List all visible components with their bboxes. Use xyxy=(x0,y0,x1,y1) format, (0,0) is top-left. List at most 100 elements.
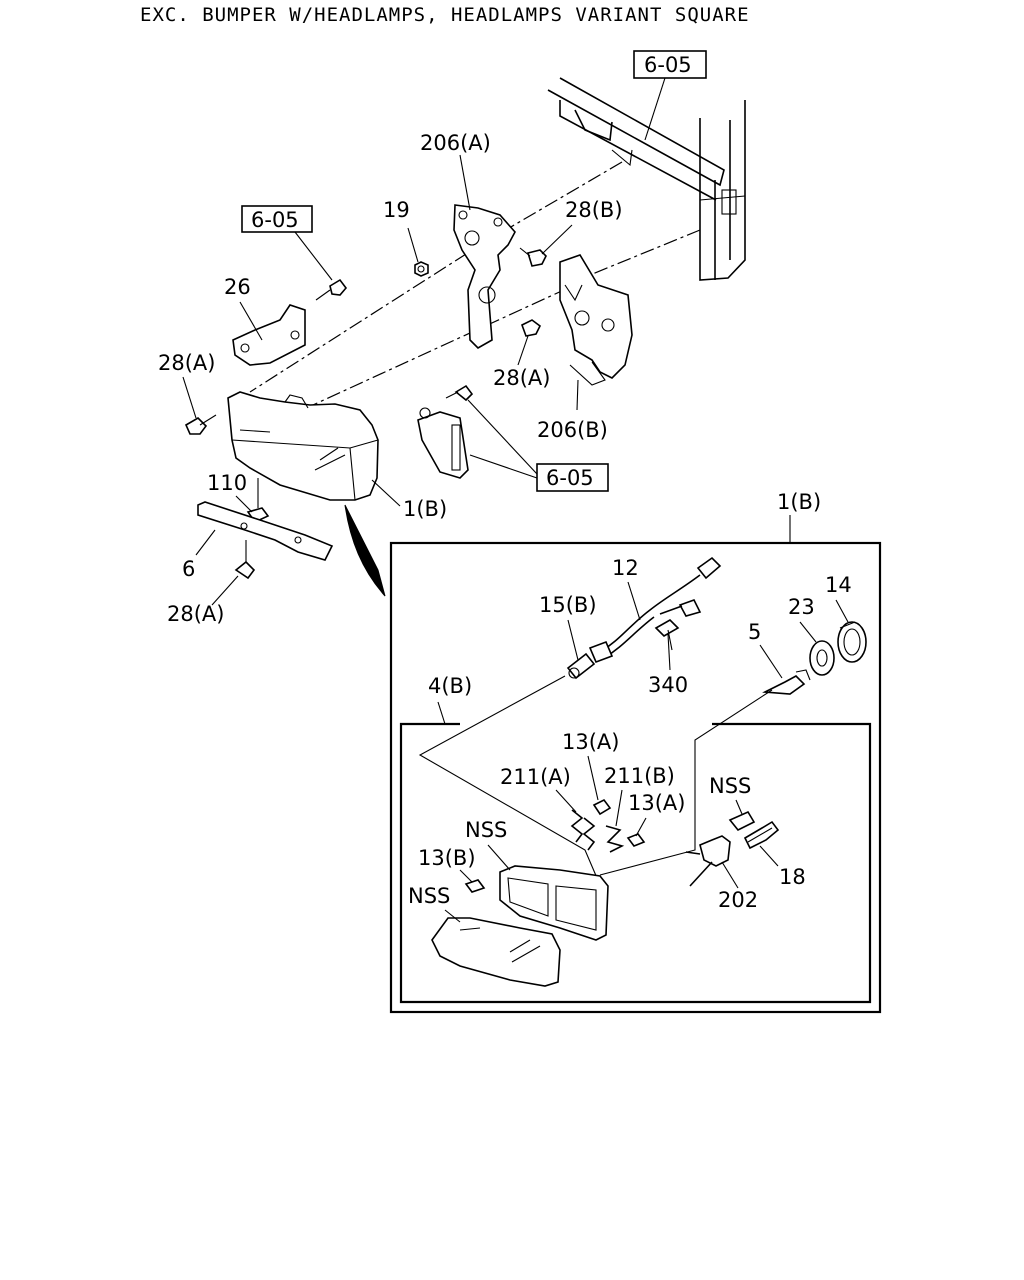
leader-line xyxy=(541,224,573,255)
label-206a: 206(A) xyxy=(420,131,491,155)
bolt-28a-mid xyxy=(521,319,542,337)
ref-box-6-05-left[interactable]: 6-05 xyxy=(241,205,313,233)
leader-line xyxy=(235,495,253,513)
trim-6 xyxy=(197,501,334,561)
clip-110 xyxy=(246,478,270,524)
label-28a-left: 28(A) xyxy=(158,351,215,375)
lamp-lens-nss xyxy=(431,917,561,987)
label-14: 14 xyxy=(825,573,852,597)
leader-line xyxy=(444,909,461,923)
clip-13b xyxy=(464,879,486,893)
assembly-line xyxy=(249,239,489,393)
label-28b: 28(B) xyxy=(565,198,623,222)
screw-nss-right xyxy=(728,810,756,832)
leader-line xyxy=(239,301,263,341)
leader-line xyxy=(587,755,599,801)
label-5: 5 xyxy=(748,620,761,644)
svg-text:6-05: 6-05 xyxy=(644,53,692,77)
leader-line xyxy=(211,575,239,606)
leader-line xyxy=(627,581,641,621)
label-211b: 211(B) xyxy=(604,764,675,788)
bulb-5 xyxy=(762,669,811,695)
clip-340 xyxy=(654,619,680,651)
leader-line xyxy=(644,77,666,141)
bracket-206b xyxy=(559,254,633,386)
label-28a-bottom: 28(A) xyxy=(167,602,224,626)
bolt-6-05-left xyxy=(315,278,348,301)
label-28a-mid: 28(A) xyxy=(493,366,550,390)
leader-line xyxy=(576,379,579,411)
label-340: 340 xyxy=(648,673,688,697)
label-110: 110 xyxy=(207,471,247,495)
leader-line xyxy=(759,644,783,679)
assembly-line xyxy=(301,277,591,411)
leader-line xyxy=(487,844,511,871)
label-13b: 13(B) xyxy=(418,846,476,870)
label-13a-mid: 13(A) xyxy=(628,791,685,815)
label-nss-right: NSS xyxy=(709,774,751,798)
label-13a-top: 13(A) xyxy=(562,730,619,754)
bolt-28b xyxy=(519,247,547,267)
label-206b: 206(B) xyxy=(537,418,608,442)
leader-line xyxy=(437,701,446,725)
leader-line xyxy=(721,861,739,889)
label-18: 18 xyxy=(779,865,806,889)
detail-box-outer xyxy=(389,541,882,1014)
leader-line xyxy=(835,599,849,623)
label-1b-box: 1(B) xyxy=(777,490,821,514)
assembly-line xyxy=(589,229,701,276)
label-nss-lower: NSS xyxy=(408,884,450,908)
detail-arrow xyxy=(344,504,386,597)
label-1b: 1(B) xyxy=(403,497,447,521)
leader-line xyxy=(567,619,579,661)
clip-13a-mid xyxy=(626,833,646,847)
ref-box-6-05-top[interactable]: 6-05 xyxy=(633,50,707,79)
diagram-title: EXC. BUMPER W/HEADLAMPS, HEADLAMPS VARIA… xyxy=(140,4,750,26)
label-15b: 15(B) xyxy=(539,593,597,617)
leader-line xyxy=(517,335,529,366)
detail-box-inner xyxy=(399,722,872,1004)
leader-line xyxy=(294,231,333,281)
headlamp-1b xyxy=(227,391,379,501)
svg-text:6-05: 6-05 xyxy=(251,208,299,232)
assembly-line xyxy=(599,689,773,876)
leader-line xyxy=(182,376,197,419)
assembly-line xyxy=(418,675,601,886)
leader-line xyxy=(759,845,779,867)
bolt-28a-left xyxy=(184,414,217,435)
label-23: 23 xyxy=(788,595,815,619)
leader-line xyxy=(635,817,647,837)
leader-line xyxy=(667,633,671,671)
wiring-harness-12 xyxy=(588,556,722,664)
spring-211a xyxy=(570,809,596,851)
ring-14 xyxy=(837,621,867,663)
lamp-housing-nss xyxy=(499,865,609,941)
adjuster-202 xyxy=(685,835,731,887)
leader-line xyxy=(799,621,817,643)
leader-line xyxy=(555,789,577,813)
ref-box-6-05-right[interactable]: 6-05 xyxy=(536,463,609,492)
leader-line xyxy=(469,454,538,479)
leader-line xyxy=(371,479,401,507)
grommet-23 xyxy=(809,640,835,676)
label-26: 26 xyxy=(224,275,251,299)
svg-text:6-05: 6-05 xyxy=(546,466,594,490)
label-6: 6 xyxy=(182,557,195,581)
leader-line xyxy=(407,227,419,263)
label-19: 19 xyxy=(383,198,410,222)
clip-13a-top xyxy=(592,798,612,816)
nut-19 xyxy=(414,261,429,277)
leader-line xyxy=(459,154,471,211)
bolt-28a-bottom xyxy=(234,540,256,580)
label-12: 12 xyxy=(612,556,639,580)
bracket-26 xyxy=(232,304,306,366)
leader-line xyxy=(735,799,743,815)
leader-line xyxy=(467,399,538,475)
bracket-small-right xyxy=(417,384,474,479)
label-211a: 211(A) xyxy=(500,765,571,789)
label-202: 202 xyxy=(718,888,758,912)
leader-line xyxy=(195,529,216,556)
screw-18 xyxy=(743,820,780,850)
vehicle-frame xyxy=(547,77,746,281)
